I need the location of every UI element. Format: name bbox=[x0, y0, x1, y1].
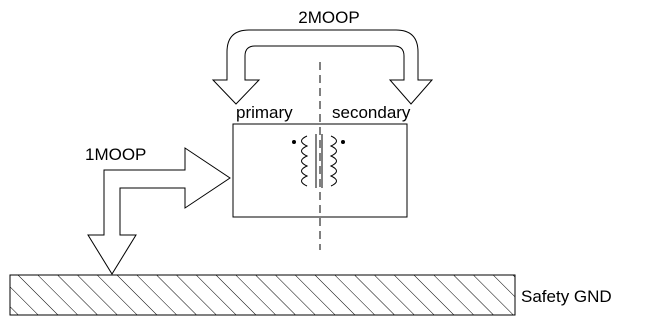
one-moop-label: 1MOOP bbox=[85, 145, 146, 164]
primary-label: primary bbox=[236, 103, 293, 122]
transformer-icon bbox=[292, 134, 345, 188]
two-moop-label: 2MOOP bbox=[298, 8, 359, 27]
safety-gnd-label: Safety GND bbox=[521, 287, 612, 306]
two-moop-arrow bbox=[211, 29, 434, 105]
safety-ground-bar bbox=[9, 274, 516, 316]
secondary-label: secondary bbox=[332, 103, 411, 122]
one-moop-arrow bbox=[87, 147, 231, 275]
